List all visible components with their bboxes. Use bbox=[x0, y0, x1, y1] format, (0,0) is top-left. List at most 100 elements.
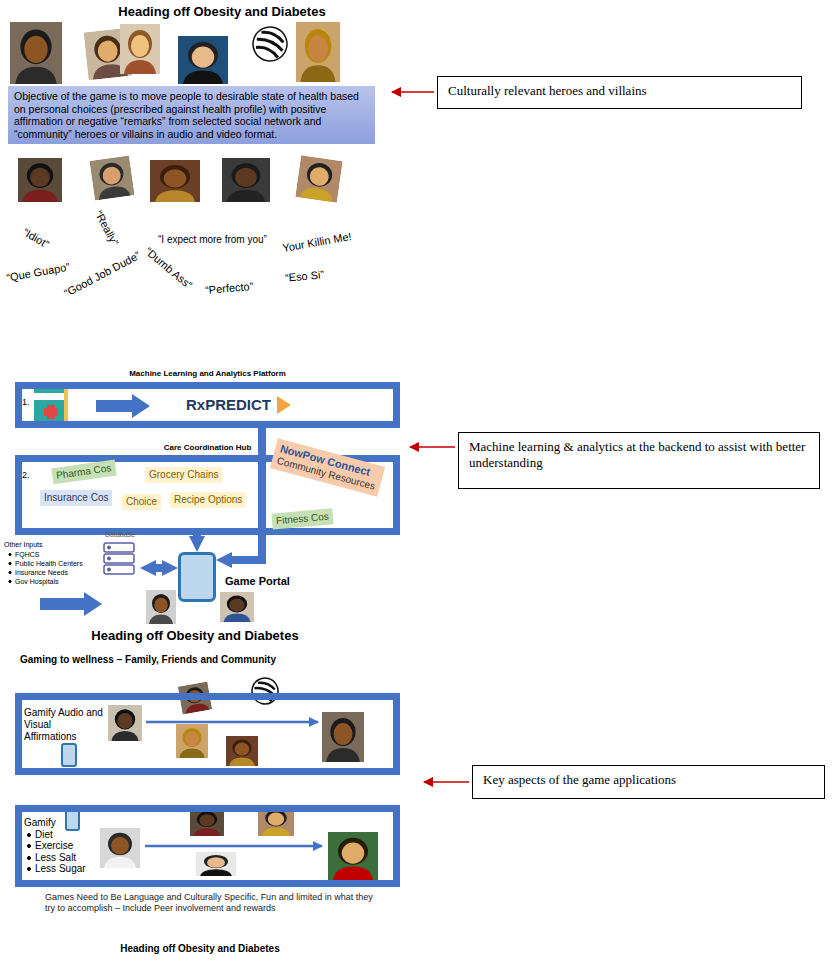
celebrity-photos-part bbox=[220, 592, 254, 622]
celebrity-photos-part bbox=[150, 160, 200, 202]
section-heading: Heading off Obesity and Diabetes bbox=[100, 943, 300, 954]
celebrity-photos-part bbox=[295, 155, 342, 202]
input-item: Insurance Needs bbox=[8, 569, 68, 576]
database-icon bbox=[104, 543, 134, 574]
celebrity-photos-part bbox=[176, 724, 208, 758]
celebrity-photos-part bbox=[89, 155, 134, 200]
logo-text: RxPREDICT bbox=[186, 396, 291, 413]
celebrity-photos-part bbox=[108, 705, 142, 741]
medical-records-book-part bbox=[34, 387, 68, 424]
section-heading: Heading off Obesity and Diabetes bbox=[80, 628, 310, 643]
resource-tag: Grocery Chains bbox=[145, 467, 222, 483]
remark-text: “Que Guapo” bbox=[5, 261, 70, 284]
node-text: Objective of the game is to move people … bbox=[14, 90, 369, 140]
node-text: Exercise bbox=[26, 840, 393, 852]
node-text: Insurance Cos bbox=[44, 492, 108, 504]
diagram-title: Heading off Obesity and Diabetes bbox=[0, 4, 444, 19]
node-text: Gamify bbox=[24, 817, 393, 829]
block-arrow bbox=[40, 592, 102, 616]
resource-tag: NowPow ConnectCommunity Resources bbox=[270, 438, 385, 497]
medical-records-book-part bbox=[34, 393, 68, 400]
input-item: Public Health Centers bbox=[8, 560, 83, 567]
callout-box: Machine learning & analytics at the back… bbox=[458, 432, 820, 489]
node-text: RxPREDICT bbox=[186, 396, 271, 413]
remark-text: “Idiot” bbox=[21, 226, 51, 250]
medical-records-book-part bbox=[44, 408, 58, 416]
design-note: Games Need to Be Language and Culturally… bbox=[45, 892, 385, 914]
hub-frame: Care Coordination Hub2.Pharma CosGrocery… bbox=[15, 455, 400, 535]
input-item: FQHCS bbox=[8, 551, 40, 558]
phone-icon-part bbox=[62, 744, 76, 766]
remark-text: “Dumb Ass” bbox=[143, 245, 195, 291]
celebrity-photos-part bbox=[146, 590, 176, 624]
database-icon-part bbox=[108, 557, 110, 559]
phone-icon bbox=[62, 744, 79, 830]
resource-tag: Recipe Options bbox=[170, 492, 246, 508]
callout-pointer-part bbox=[424, 781, 469, 783]
phone-icon-part bbox=[66, 809, 79, 830]
game-frame: GamifyDietExerciseLess SaltLess Sugar bbox=[15, 805, 400, 887]
callout-box: Key aspects of the game applications bbox=[472, 765, 825, 799]
remark-text: “Eso Si” bbox=[285, 268, 325, 283]
node-text: Culturally relevant heroes and villains bbox=[448, 83, 791, 99]
zebra-logo-part bbox=[249, 675, 281, 707]
game-portal-phone: Game Portal bbox=[178, 552, 216, 602]
celebrity-photos-part bbox=[322, 712, 364, 762]
database-icon-part bbox=[104, 543, 134, 552]
progress-arrow bbox=[146, 721, 318, 724]
zebra-logo bbox=[248, 22, 292, 66]
node-text: Grocery Chains bbox=[149, 469, 218, 481]
input-heading: Other Inputs bbox=[4, 541, 43, 548]
node-text: Pharma Cos bbox=[55, 462, 112, 482]
node-text: Gamify Audio and Visual Affirmations bbox=[24, 707, 104, 743]
remark-text: Your Killin Me! bbox=[281, 230, 352, 254]
database-node: Database bbox=[100, 531, 140, 577]
zebra-logo bbox=[249, 675, 281, 707]
celebrity-photos-part bbox=[10, 22, 62, 84]
zebra-logo-part bbox=[253, 29, 286, 58]
node-text: Key aspects of the game applications bbox=[483, 772, 814, 788]
node-text: Game Portal bbox=[225, 575, 290, 587]
node-text: 1. bbox=[22, 397, 34, 407]
objective-band: Objective of the game is to move people … bbox=[8, 86, 375, 144]
database-icon-part bbox=[104, 554, 134, 563]
input-item: Gov Hospitals bbox=[8, 578, 59, 585]
medical-records-book bbox=[34, 387, 68, 424]
node-text: Choice bbox=[126, 496, 157, 508]
flow-connector bbox=[193, 535, 201, 536]
celebrity-photos-part bbox=[222, 158, 270, 202]
platform-frame: Machine Learning and Analytics Platform1… bbox=[15, 382, 400, 428]
database-icon-part bbox=[108, 568, 110, 570]
celebrity-photos-part bbox=[226, 736, 258, 766]
remark-text: “Perfecto” bbox=[205, 280, 254, 296]
game-frame: Gamify Audio and Visual Affirmations bbox=[15, 693, 400, 775]
callout-box: Culturally relevant heroes and villains bbox=[437, 76, 802, 109]
node-text: 2. bbox=[22, 470, 34, 480]
frame-heading: Care Coordination Hub bbox=[22, 443, 393, 452]
resource-tag: Insurance Cos bbox=[40, 490, 112, 506]
remark-text: “Really” bbox=[93, 208, 121, 247]
remark-text: “Good Job Dude” bbox=[62, 249, 142, 299]
celebrity-photos-part bbox=[296, 22, 340, 82]
block-arrow bbox=[96, 394, 150, 418]
flow-connector bbox=[156, 564, 162, 572]
node-text: Recipe Options bbox=[174, 494, 242, 506]
node-text: Less Salt bbox=[26, 852, 393, 864]
resource-tag: Fitness Cos bbox=[271, 508, 333, 529]
callout-pointer-part bbox=[392, 91, 434, 93]
frame-heading: Machine Learning and Analytics Platform bbox=[22, 369, 393, 378]
node-text: Diet bbox=[26, 829, 393, 841]
database-icon-part bbox=[104, 565, 134, 574]
database-icon-part bbox=[108, 546, 110, 548]
section-heading: Gaming to wellness – Family, Friends and… bbox=[20, 654, 276, 665]
callout-pointer-part bbox=[410, 446, 455, 448]
resource-tag: Choice bbox=[122, 494, 161, 510]
node-text: Fitness Cos bbox=[276, 511, 330, 528]
celebrity-photos-part bbox=[120, 24, 160, 74]
node-text: Machine learning & analytics at the back… bbox=[469, 439, 809, 472]
zebra-logo-part bbox=[248, 22, 292, 66]
medical-records-book-part bbox=[64, 387, 68, 424]
node-text: Less Sugar bbox=[26, 863, 393, 875]
resource-tag: Pharma Cos bbox=[51, 460, 116, 485]
